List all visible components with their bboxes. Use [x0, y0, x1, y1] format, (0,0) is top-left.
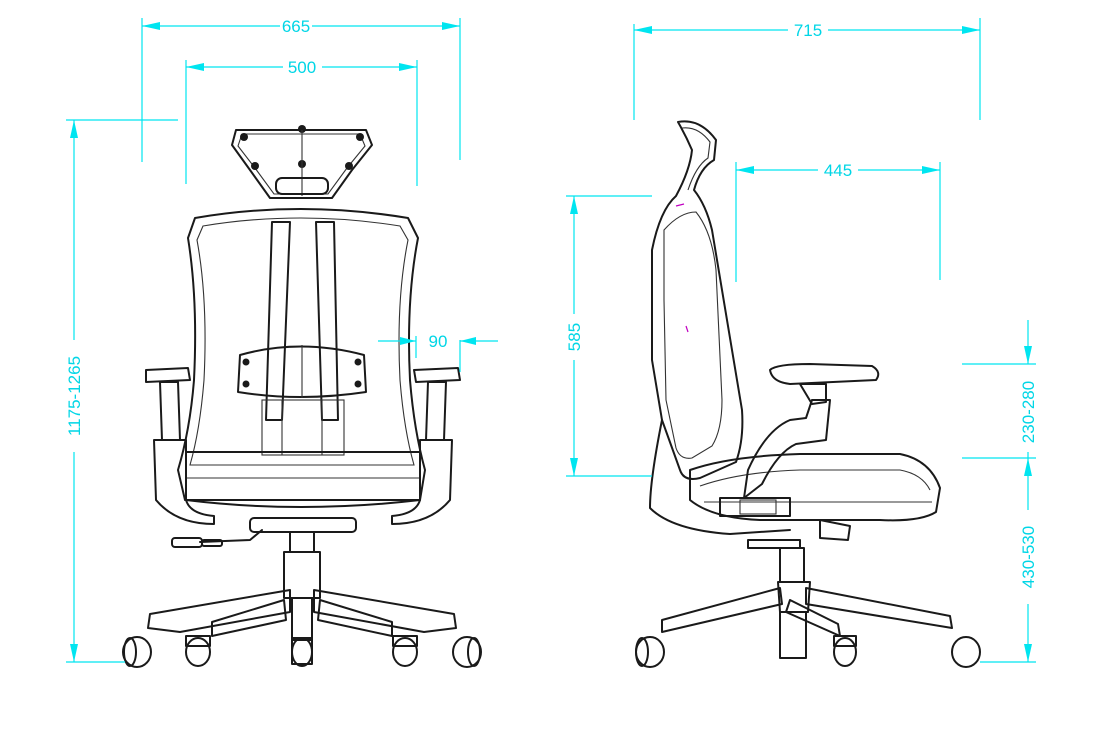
dim-front-total-height: 1175-1265	[65, 356, 84, 436]
dim-side-seat-depth: 445	[824, 161, 852, 180]
dim-front-armrest-adjust: 90	[429, 332, 448, 351]
side-view-chair	[635, 120, 981, 668]
front-view-chair	[122, 125, 482, 668]
dim-front-overall-width: 665	[282, 17, 310, 36]
side-casters	[635, 635, 981, 668]
dim-side-armrest-height: 230-280	[1019, 381, 1038, 443]
dim-side-overall-depth: 715	[794, 21, 822, 40]
dim-front-backrest-width: 500	[288, 58, 316, 77]
dimension-lines	[66, 18, 1036, 663]
dim-side-backrest-height: 585	[565, 323, 584, 351]
front-casters	[122, 635, 482, 668]
dim-side-seat-height: 430-530	[1019, 526, 1038, 588]
